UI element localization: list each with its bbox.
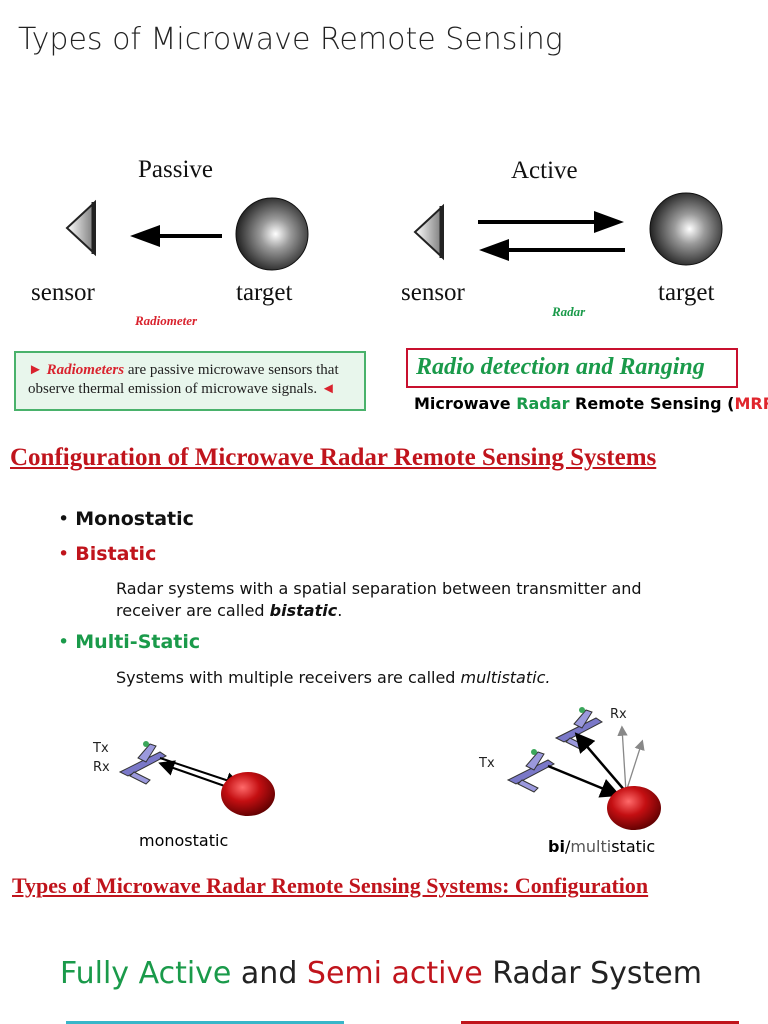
bi-rx-aircraft-icon bbox=[554, 707, 603, 751]
mono-rx-label: Rx bbox=[93, 760, 110, 775]
radiometer-info-box: ► Radiometers are passive microwave sens… bbox=[14, 351, 366, 411]
and-text: and bbox=[231, 956, 307, 991]
mrrs-part-2: Remote Sensing ( bbox=[569, 394, 735, 413]
mrrs-acronym: MRRS bbox=[734, 394, 768, 413]
passive-sensor-label: sensor bbox=[31, 279, 95, 306]
radiometer-info-line-1: are passive microwave sensors that bbox=[124, 362, 339, 378]
active-heading: Active bbox=[511, 157, 578, 184]
bistatic-desc-line-2: receiver are called bbox=[116, 601, 270, 620]
bistatic-caption: bi/multistatic bbox=[548, 837, 655, 856]
mono-tx-label: Tx bbox=[93, 741, 109, 756]
radar-acronym-box: Radio detection and Ranging bbox=[406, 348, 738, 388]
bistatic-desc-line-1: Radar systems with a spatial separation … bbox=[116, 579, 642, 598]
passive-arrow-icon bbox=[130, 225, 222, 247]
multistatic-desc-line: Systems with multiple receivers are call… bbox=[116, 668, 461, 687]
passive-target-label: target bbox=[236, 279, 293, 306]
fully-active-text: Fully Active bbox=[60, 956, 232, 991]
bullet-dot: • bbox=[58, 543, 70, 565]
bullet-multistatic: • Multi-Static bbox=[58, 631, 200, 653]
bullet-monostatic: • Monostatic bbox=[58, 508, 194, 530]
passive-sensor-icon bbox=[65, 199, 96, 257]
page-title: Types of Microwave Remote Sensing bbox=[18, 22, 563, 57]
bi-caption-multi: multi bbox=[570, 837, 612, 856]
bi-rx-label: Rx bbox=[610, 707, 627, 722]
bistatic-term: bistatic bbox=[269, 601, 338, 620]
mono-aircraft-icon bbox=[118, 741, 167, 785]
mrrs-radar: Radar bbox=[516, 394, 570, 413]
types-heading: Types of Microwave Radar Remote Sensing … bbox=[12, 873, 649, 898]
multistatic-description: Systems with multiple receivers are call… bbox=[116, 667, 716, 689]
marker-right-icon: ► bbox=[28, 362, 43, 378]
bullet-bistatic: • Bistatic bbox=[58, 543, 156, 565]
radar-system-title: Fully Active and Semi active Radar Syste… bbox=[60, 956, 702, 991]
semi-active-text: Semi active bbox=[306, 956, 483, 991]
bi-tx-label: Tx bbox=[479, 756, 495, 771]
mrrs-part-1: Microwave bbox=[414, 394, 517, 413]
active-transmit-arrow-icon bbox=[478, 211, 624, 233]
bi-caption-end: static bbox=[611, 837, 656, 856]
bullet-dot: • bbox=[58, 508, 70, 530]
config-heading: Configuration of Microwave Radar Remote … bbox=[10, 444, 657, 471]
bistatic-description: Radar systems with a spatial separation … bbox=[116, 578, 716, 622]
active-target-label: target bbox=[658, 279, 715, 306]
bi-caption-bold: bi bbox=[548, 837, 565, 856]
bullet-label: Bistatic bbox=[75, 543, 157, 565]
radar-label: Radar bbox=[552, 304, 586, 319]
bi-tx-aircraft-icon bbox=[506, 749, 555, 793]
radiometer-label: Radiometer bbox=[135, 313, 198, 328]
active-return-arrow-icon bbox=[479, 239, 625, 261]
sensing-diagram bbox=[65, 192, 723, 271]
configuration-diagram bbox=[118, 707, 661, 830]
mono-target-icon bbox=[221, 772, 275, 816]
passive-heading: Passive bbox=[138, 156, 213, 183]
marker-left-icon: ◄ bbox=[320, 381, 336, 397]
bi-target-icon bbox=[607, 786, 661, 830]
bistatic-desc-end: . bbox=[337, 601, 343, 620]
multistatic-term: multistatic. bbox=[460, 668, 551, 687]
bi-caption-slash: / bbox=[564, 837, 571, 856]
bullet-label: Monostatic bbox=[75, 508, 194, 530]
bottom-divider-right bbox=[461, 1021, 739, 1024]
monostatic-caption: monostatic bbox=[139, 831, 229, 850]
active-sensor-label: sensor bbox=[401, 279, 465, 306]
passive-target-icon bbox=[235, 197, 309, 271]
active-sensor-icon bbox=[413, 203, 444, 261]
bullet-label: Multi-Static bbox=[75, 631, 201, 653]
radiometer-info-line-2: observe thermal emission of microwave si… bbox=[28, 381, 321, 397]
bullet-dot: • bbox=[58, 631, 70, 653]
active-target-icon bbox=[649, 192, 723, 266]
radar-system-text: Radar System bbox=[482, 956, 702, 991]
bottom-divider-left bbox=[66, 1021, 344, 1024]
radiometers-highlight: Radiometers bbox=[46, 362, 125, 378]
mrrs-line: Microwave Radar Remote Sensing (MRRS) bbox=[414, 394, 768, 413]
